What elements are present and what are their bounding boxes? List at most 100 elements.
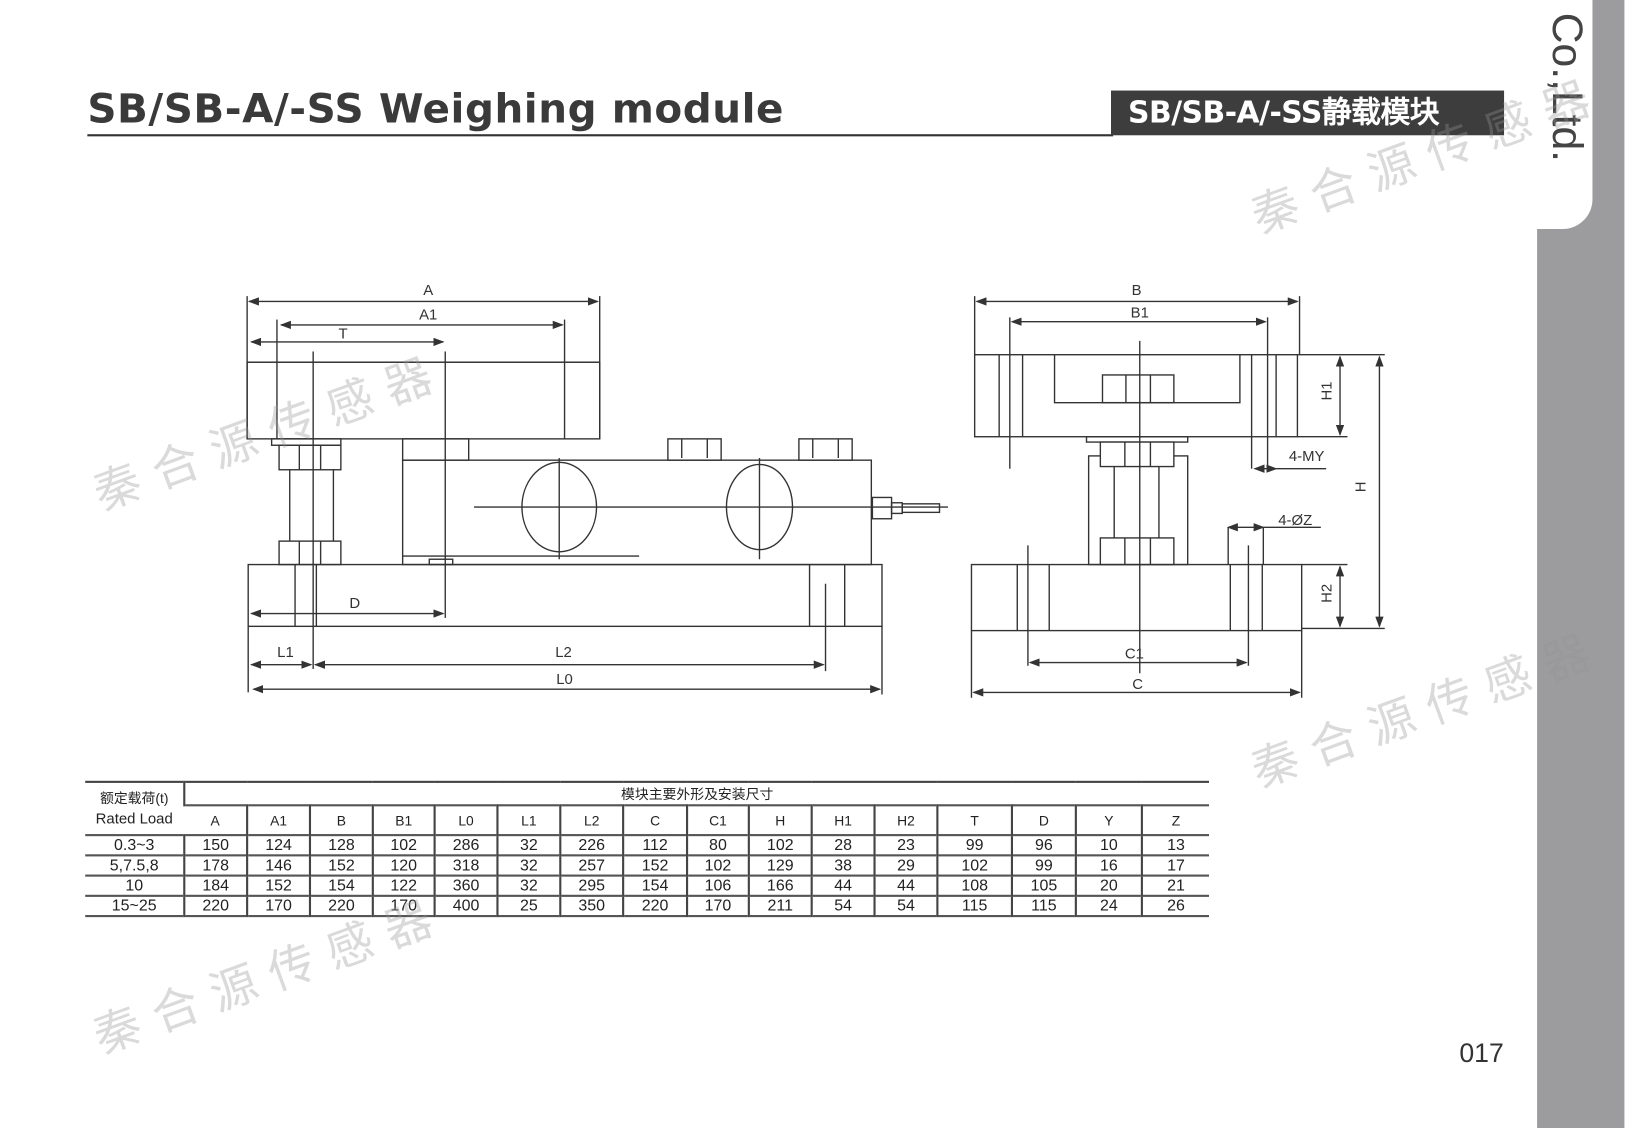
table-cell: 286 bbox=[433, 835, 498, 856]
dim-label-c: C bbox=[1132, 677, 1143, 693]
page-title: SB/SB-A/-SS Weighing module bbox=[87, 85, 785, 133]
column-header-l1: L1 bbox=[496, 805, 561, 836]
table-cell: 102 bbox=[371, 835, 435, 856]
column-header-b: B bbox=[308, 805, 373, 836]
table-cell: 102 bbox=[936, 855, 1012, 876]
table-cell: 115 bbox=[1010, 895, 1076, 917]
table-cell: 54 bbox=[873, 895, 938, 917]
technical-drawing: A A1 T D L1 L2 L0 bbox=[246, 283, 1385, 698]
dim-label-b1: B1 bbox=[1131, 305, 1149, 321]
dim-label-z: 4-ØZ bbox=[1278, 513, 1312, 529]
rated-load-cn: 额定载荷(t) bbox=[99, 790, 169, 807]
table-cell: 16 bbox=[1074, 855, 1142, 876]
table-cell: 13 bbox=[1140, 835, 1210, 856]
table-cell: 24 bbox=[1074, 895, 1142, 917]
column-header-c1: C1 bbox=[685, 805, 749, 836]
table-cell: 29 bbox=[873, 855, 938, 876]
table-cell: 152 bbox=[622, 855, 688, 876]
rated-load-cell: 15~25 bbox=[111, 896, 157, 916]
table-cell: 99 bbox=[936, 835, 1012, 856]
table-cell: 80 bbox=[685, 835, 749, 856]
table-cell: 146 bbox=[246, 855, 310, 876]
table-cell: 20 bbox=[1074, 875, 1142, 896]
rated-load-cell: 10 bbox=[125, 876, 144, 895]
column-header-y: Y bbox=[1074, 805, 1142, 836]
dim-label-d: D bbox=[349, 596, 360, 612]
table-cell: 96 bbox=[1010, 835, 1076, 856]
table-cell: 178 bbox=[183, 855, 248, 876]
table-cell: 21 bbox=[1140, 875, 1210, 896]
table-cell: 170 bbox=[371, 895, 435, 917]
column-header-d: D bbox=[1010, 805, 1076, 836]
table-cell: 129 bbox=[747, 855, 812, 876]
table-cell: 106 bbox=[685, 875, 749, 896]
table-cell: 220 bbox=[622, 895, 688, 917]
side-view: A A1 T D L1 L2 L0 bbox=[246, 283, 949, 695]
column-header-c: C bbox=[622, 805, 688, 836]
table-cell: 32 bbox=[496, 875, 561, 896]
rated-load-cell: 5,7.5,8 bbox=[109, 856, 159, 875]
column-header-l2: L2 bbox=[559, 805, 624, 836]
group-header: 模块主要外形及安装尺寸 bbox=[183, 781, 1210, 806]
table-cell: 360 bbox=[433, 875, 498, 896]
column-header-z: Z bbox=[1140, 805, 1210, 836]
dim-label-h: H bbox=[1354, 481, 1370, 492]
table-cell: 102 bbox=[747, 835, 812, 856]
table-cell: 112 bbox=[622, 835, 688, 856]
table-cell: 226 bbox=[559, 835, 624, 856]
table-cell: 220 bbox=[183, 895, 248, 917]
table-cell: 154 bbox=[622, 875, 688, 896]
column-header-h: H bbox=[747, 805, 812, 836]
table-cell: 170 bbox=[685, 895, 749, 917]
page-number: 017 bbox=[1459, 1038, 1504, 1069]
dim-label-b: B bbox=[1132, 283, 1142, 299]
table-cell: 257 bbox=[559, 855, 624, 876]
table-cell: 295 bbox=[559, 875, 624, 896]
dim-label-a: A bbox=[423, 283, 433, 299]
column-header-l0: L0 bbox=[433, 805, 498, 836]
column-header-h2: H2 bbox=[873, 805, 938, 836]
dim-label-t: T bbox=[338, 327, 347, 343]
column-header-a1: A1 bbox=[246, 805, 310, 836]
table-cell: 154 bbox=[308, 875, 373, 896]
column-header-h1: H1 bbox=[810, 805, 875, 836]
table-cell: 128 bbox=[308, 835, 373, 856]
dim-label-h2: H2 bbox=[1320, 584, 1336, 603]
table-cell: 54 bbox=[810, 895, 875, 917]
column-header-t: T bbox=[936, 805, 1012, 836]
table-cell: 122 bbox=[371, 875, 435, 896]
table-cell: 152 bbox=[308, 855, 373, 876]
table-cell: 26 bbox=[1140, 895, 1210, 917]
chinese-title-badge: SB/SB-A/-SS静载模块 bbox=[1111, 90, 1505, 136]
table-cell: 115 bbox=[936, 895, 1012, 917]
table-cell: 38 bbox=[810, 855, 875, 876]
rated-load-en: Rated Load bbox=[95, 809, 173, 827]
table-cell: 108 bbox=[936, 875, 1012, 896]
table-cell: 211 bbox=[747, 895, 812, 917]
table-cell: 28 bbox=[810, 835, 875, 856]
side-tab bbox=[1512, 0, 1593, 230]
column-header-a: A bbox=[210, 812, 220, 829]
table-cell: 23 bbox=[873, 835, 938, 856]
table-cell: 124 bbox=[246, 835, 310, 856]
rated-load-header: 额定载荷(t) Rated Load bbox=[85, 782, 184, 835]
dim-label-l2: L2 bbox=[555, 645, 572, 661]
table-cell: 99 bbox=[1010, 855, 1076, 876]
table-cell: 17 bbox=[1140, 855, 1210, 876]
table-cell: 25 bbox=[496, 895, 561, 917]
table-cell: 44 bbox=[810, 875, 875, 896]
table-cell: 170 bbox=[246, 895, 310, 917]
table-cell: 10 bbox=[1074, 835, 1142, 856]
column-header-b1: B1 bbox=[371, 805, 435, 836]
rated-load-cell: 0.3~3 bbox=[113, 836, 155, 855]
table-cell: 150 bbox=[183, 835, 248, 856]
table-cell: 32 bbox=[496, 855, 561, 876]
front-view: B B1 H1 H H2 4-MY 4-ØZ C1 C bbox=[970, 283, 1385, 698]
dim-label-a1: A1 bbox=[419, 308, 437, 324]
